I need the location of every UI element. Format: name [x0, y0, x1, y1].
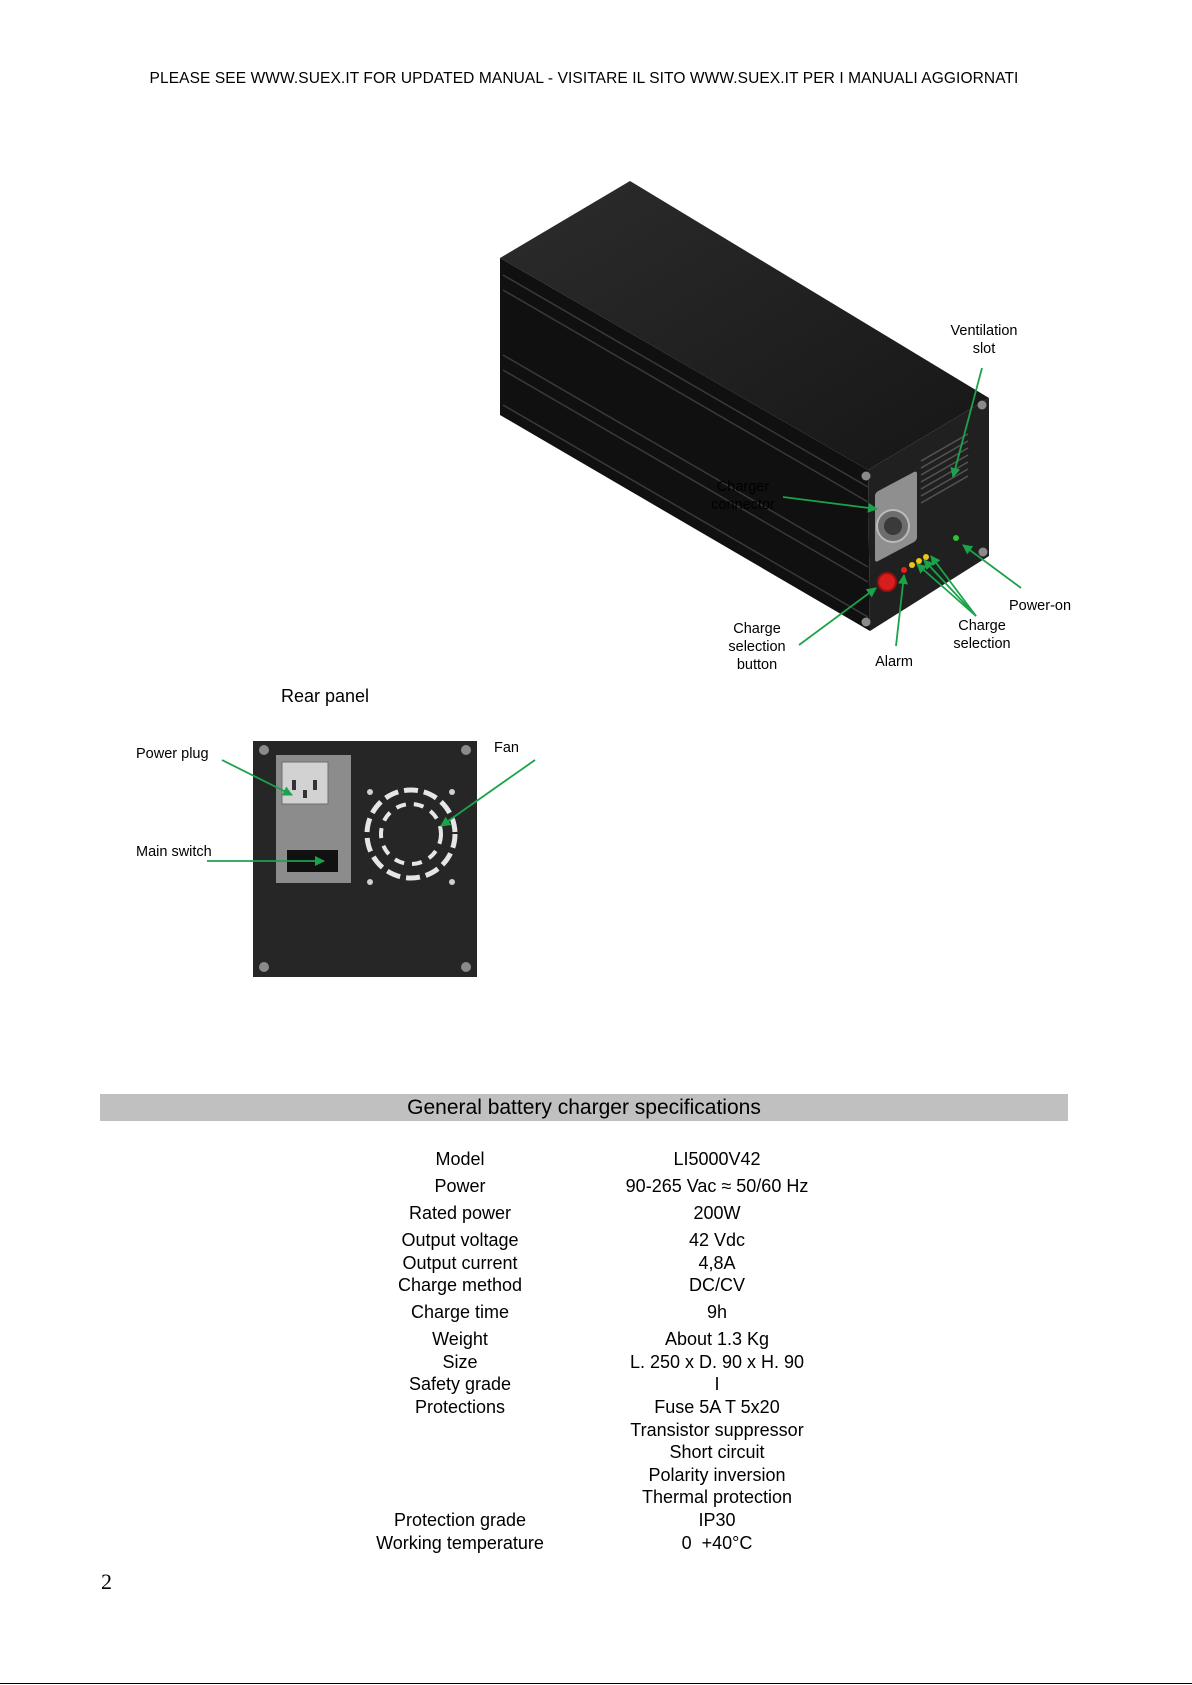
spec-value: IP30 [698, 1510, 736, 1530]
page-number: 2 [101, 1569, 112, 1594]
alarm-led [901, 567, 907, 573]
spec-value: Short circuit [669, 1442, 765, 1462]
spec-label: Protection grade [393, 1510, 527, 1530]
spec-value: 200W [693, 1203, 741, 1223]
power-on-led [953, 535, 959, 541]
spec-value: LI5000V42 [673, 1149, 761, 1169]
spec-label: Safety grade [408, 1374, 512, 1394]
spec-value: Transistor suppressor [630, 1420, 804, 1440]
device-top-face [500, 181, 989, 470]
spec-value: 0 +40°C [681, 1533, 753, 1553]
spec-value: L. 250 x D. 90 x H. 90 [629, 1352, 805, 1372]
charge-selection-button-red [877, 572, 897, 592]
page-bottom-rule [0, 1683, 1192, 1684]
alarm-label: Alarm [875, 654, 913, 670]
spec-title-bar [100, 1094, 1068, 1121]
power-on-label: Power-on [1008, 598, 1072, 614]
spec-label: Working temperature [376, 1533, 544, 1553]
ventilation-slot-label: Ventilation slot [950, 323, 1018, 357]
spec-label: Model [435, 1149, 485, 1169]
spec-value: DC/CV [688, 1275, 745, 1295]
spec-title: General battery charger specifications [407, 1096, 761, 1119]
spec-label: Charge time [410, 1302, 510, 1322]
spec-label: Power [434, 1176, 486, 1196]
spec-label: Size [442, 1352, 478, 1372]
spec-value: Fuse 5A T 5x20 [654, 1397, 780, 1417]
spec-value: 4,8A [698, 1253, 736, 1273]
spec-value: 90-265 Vac ≈ 50/60 Hz [625, 1176, 809, 1196]
spec-label: Rated power [408, 1203, 512, 1223]
device-side-face [500, 258, 870, 631]
power-plug-label: Power plug [136, 746, 209, 762]
page-header: PLEASE SEE WWW.SUEX.IT FOR UPDATED MANUA… [149, 70, 1019, 87]
spec-label: Charge method [397, 1275, 523, 1295]
fan-label: Fan [494, 740, 519, 756]
spec-label: Protections [414, 1397, 506, 1417]
fan-grille [364, 787, 458, 881]
main-switch-label: Main switch [136, 844, 212, 860]
charge-selection-label: Charge selection [953, 618, 1011, 652]
spec-label: Weight [432, 1329, 488, 1349]
spec-value: 9h [706, 1302, 728, 1322]
spec-value: About 1.3 Kg [664, 1329, 770, 1349]
spec-label: Output current [402, 1253, 518, 1273]
spec-value: Polarity inversion [648, 1465, 786, 1485]
charge-selection-button-label: Charge selection button [728, 621, 786, 673]
spec-value: Thermal protection [641, 1487, 793, 1507]
rear-panel-title: Rear panel [281, 686, 370, 706]
spec-value: I [714, 1374, 720, 1394]
spec-label: Output voltage [401, 1230, 519, 1250]
charger-connector-label: Charger connector [711, 479, 775, 513]
ventilation-slot-grille [920, 433, 969, 504]
spec-value: 42 Vdc [688, 1230, 746, 1250]
